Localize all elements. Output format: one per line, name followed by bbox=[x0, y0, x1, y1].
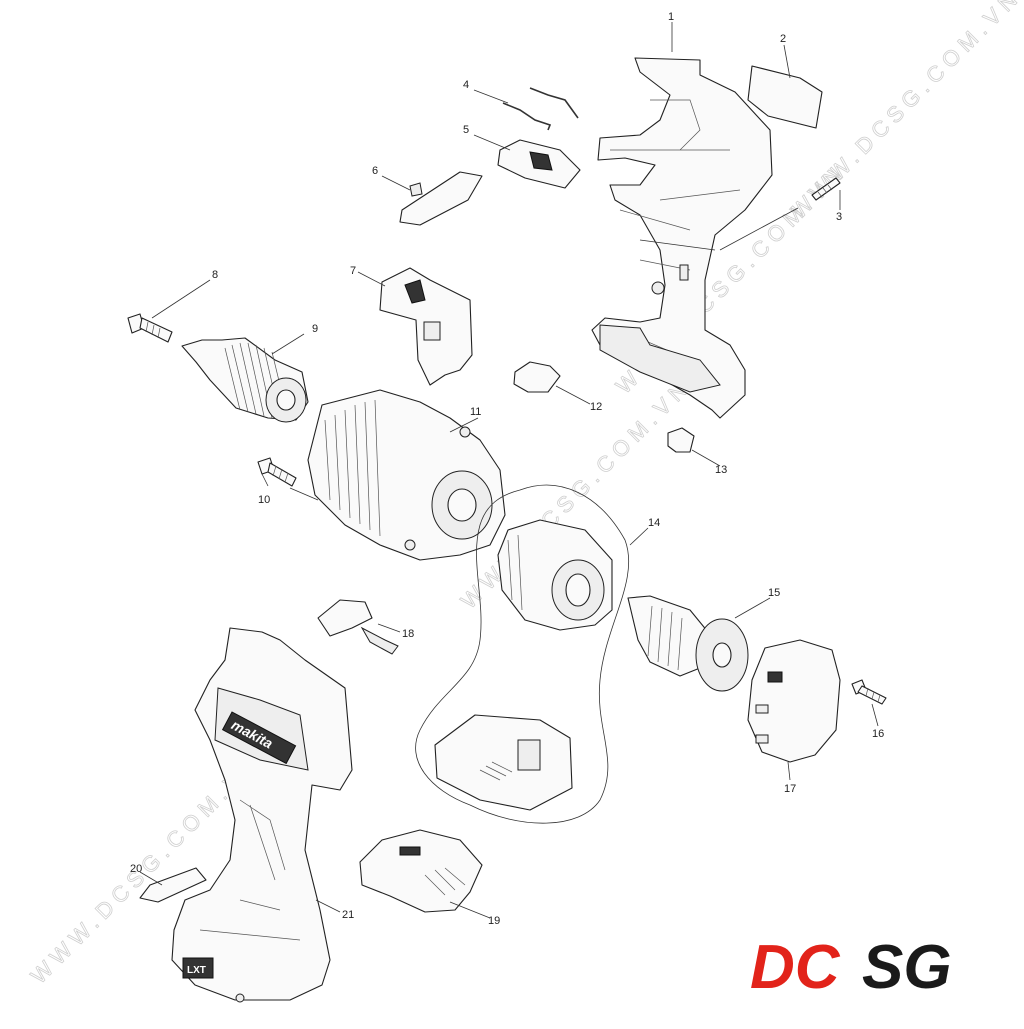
callout-19: 19 bbox=[488, 915, 500, 927]
leader-lines bbox=[139, 22, 879, 919]
part-16-screw bbox=[851, 679, 887, 705]
part-3-screw bbox=[811, 177, 841, 201]
callout-18: 18 bbox=[402, 628, 414, 640]
callout-15: 15 bbox=[768, 587, 780, 599]
dcsg-logo: DC SG bbox=[750, 933, 952, 1002]
part-14-stator-controller bbox=[415, 484, 630, 824]
callout-4: 4 bbox=[463, 79, 469, 91]
part-21-housing-left: makita LXT bbox=[171, 627, 353, 1003]
callout-9: 9 bbox=[312, 323, 318, 335]
callout-11: 11 bbox=[470, 406, 481, 418]
callout-17: 17 bbox=[784, 783, 796, 795]
callout-1: 1 bbox=[668, 11, 674, 23]
part-1-housing-right bbox=[591, 57, 773, 419]
part-15-rotor bbox=[627, 595, 749, 692]
callout-10: 10 bbox=[258, 494, 270, 506]
part-9-chuck bbox=[181, 337, 309, 423]
callout-16: 16 bbox=[872, 728, 884, 740]
part-20-label bbox=[139, 867, 207, 903]
logo-text-red: DC bbox=[750, 933, 841, 1002]
part-19-battery-terminal bbox=[359, 829, 483, 913]
callout-7: 7 bbox=[350, 265, 356, 277]
callout-13: 13 bbox=[715, 464, 727, 476]
battery-badge: LXT bbox=[182, 957, 214, 979]
part-12-cap bbox=[513, 361, 561, 393]
part-10-screw bbox=[257, 457, 297, 487]
battery-badge-text: LXT bbox=[187, 965, 206, 976]
part-17-rear-cover bbox=[747, 639, 841, 763]
callout-20: 20 bbox=[130, 863, 142, 875]
callout-14: 14 bbox=[648, 517, 660, 529]
callout-2: 2 bbox=[780, 33, 786, 45]
callout-5: 5 bbox=[463, 124, 469, 136]
part-11-gearbox bbox=[307, 389, 506, 561]
part-18-terminal bbox=[317, 599, 399, 655]
callout-3: 3 bbox=[836, 211, 842, 223]
callout-12: 12 bbox=[590, 401, 602, 413]
part-8-bolt bbox=[127, 313, 173, 343]
part-2-label-plate bbox=[747, 65, 823, 129]
part-7-switch bbox=[379, 267, 473, 386]
part-13-clip bbox=[667, 427, 695, 453]
part-4-springs bbox=[502, 87, 579, 131]
callout-8: 8 bbox=[212, 269, 218, 281]
part-6-trigger bbox=[399, 171, 483, 226]
callout-6: 6 bbox=[372, 165, 378, 177]
callout-labels: 1 2 3 4 5 6 7 8 9 10 11 12 13 14 15 16 1… bbox=[130, 11, 884, 927]
logo-text-black: SG bbox=[862, 933, 952, 1002]
callout-21: 21 bbox=[342, 909, 354, 921]
part-5-switch-lever bbox=[497, 139, 581, 189]
